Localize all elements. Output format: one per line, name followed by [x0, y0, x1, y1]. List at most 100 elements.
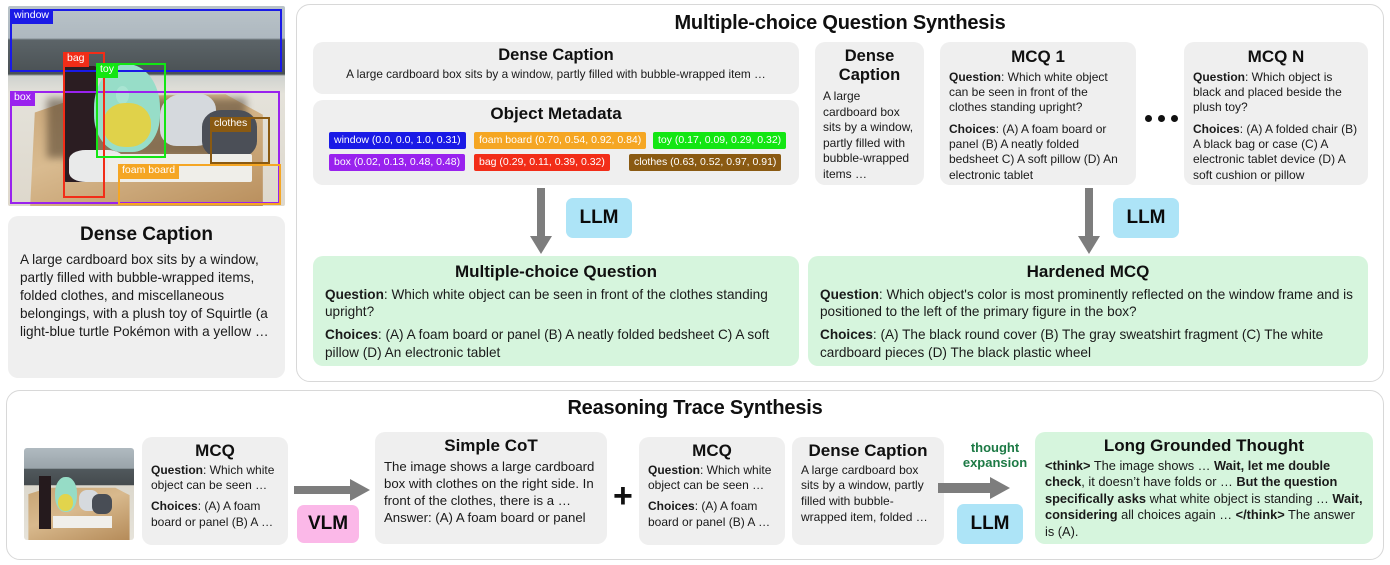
lgt-seg2: The image shows … — [1090, 457, 1215, 473]
simple-cot-text: The image shows a large cardboard box wi… — [384, 458, 595, 526]
bottom-mcq-b-question-text: : Which white object can be seen … — [648, 462, 772, 492]
bottom-mcq-b-question-line: Question: Which white object can be seen… — [648, 463, 776, 494]
lgt-seg9: </think> — [1235, 507, 1285, 523]
bbox-label-toy: toy — [96, 63, 119, 78]
dense-caption-wide-title: Dense Caption — [498, 46, 614, 64]
bbox-toy — [96, 63, 166, 158]
hardened-mcq-card: Hardened MCQ Question: Which object's co… — [808, 256, 1368, 366]
lgt-seg10: The answer is (A). — [1045, 507, 1355, 540]
dense-caption-small-title-line2: Caption — [838, 65, 901, 84]
object-metadata-title: Object Metadata — [490, 104, 622, 123]
multiple-choice-question-card: Multiple-choice Question Question: Which… — [313, 256, 799, 366]
bottom-mcq-b-choices-text: : (A) A foam board or panel (B) A … — [648, 499, 771, 529]
long-grounded-thought-title: Long Grounded Thought — [1103, 436, 1305, 455]
bottom-mcq-a-choices-line: Choices: (A) A foam board or panel (B) A… — [151, 499, 279, 530]
thought-expansion-line2: expansion — [962, 454, 1028, 470]
bottom-mcq-b-choices-label: Choices — [648, 499, 695, 514]
mcq-choices-label: Choices — [325, 327, 378, 343]
mcq1-question-label: Question — [949, 69, 1002, 84]
mcq1-card: MCQ 1 Question: Which white object can b… — [940, 42, 1136, 185]
hardened-mcq-choices-label: Choices — [820, 327, 873, 343]
mcq-choices-text: : (A) A foam board or panel (B) A neatly… — [325, 327, 770, 360]
mcq-question-line: Question: Which white object can be seen… — [325, 286, 787, 321]
llm-badge-right: LLM — [1113, 198, 1179, 238]
llm-badge-left: LLM — [566, 198, 632, 238]
metadata-chip-toy: toy (0.17, 0.09, 0.29, 0.32) — [653, 132, 787, 149]
arrow-right-llm — [938, 477, 1010, 499]
simple-cot-title: Simple CoT — [444, 436, 538, 455]
mcq-question-text: : Which white object can be seen in fron… — [325, 286, 768, 319]
dense-caption-wide-card: Dense Caption A large cardboard box sits… — [313, 42, 799, 94]
hardened-mcq-title: Hardened MCQ — [1026, 262, 1150, 281]
mcq-synthesis-title: Multiple-choice Question Synthesis — [674, 12, 1006, 34]
bbox-label-clothes: clothes — [210, 117, 252, 132]
lgt-seg8: all choices again … — [1117, 507, 1236, 523]
mcqn-title: MCQ N — [1247, 47, 1305, 66]
llm-badge-bottom: LLM — [957, 504, 1023, 544]
mcq-question-label: Question — [325, 286, 384, 302]
hardened-mcq-choices-text: : (A) The black round cover (B) The gray… — [820, 327, 1324, 360]
mcqn-card: MCQ N Question: Which object is black an… — [1184, 42, 1368, 185]
bbox-label-window: window — [10, 9, 54, 24]
bottom-dense-caption-card: Dense Caption A large cardboard box sits… — [792, 437, 944, 545]
source-image-thumbnail — [24, 448, 134, 540]
bbox-label-foam-board: foam board — [118, 164, 180, 179]
bbox-foam-board — [118, 164, 281, 205]
metadata-chip-bag: bag (0.29, 0.11, 0.39, 0.32) — [474, 154, 610, 171]
mcqn-question-line: Question: Which object is black and plac… — [1193, 70, 1359, 116]
dense-caption-small-card: Dense Caption A large cardboard box sits… — [815, 42, 924, 185]
bottom-mcq-b-choices-line: Choices: (A) A foam board or panel (B) A… — [648, 499, 776, 530]
plus-sign: + — [613, 477, 633, 515]
dense-caption-wide-text: A large cardboard box sits by a window, … — [346, 66, 766, 81]
mcqn-question-text: : Which object is black and placed besid… — [1193, 69, 1342, 115]
lgt-seg6: what white object is standing … — [1146, 490, 1333, 506]
mcqn-question-label: Question — [1193, 69, 1246, 84]
metadata-chip-foam-board: foam board (0.70, 0.54, 0.92, 0.84) — [474, 132, 647, 149]
left-dense-caption-card: Dense Caption A large cardboard box sits… — [8, 216, 285, 378]
long-grounded-thought-text: <think> The image shows … Wait, let me d… — [1045, 458, 1363, 541]
arrow-down-left — [530, 188, 552, 254]
hardened-mcq-choices-line: Choices: (A) The black round cover (B) T… — [820, 326, 1356, 361]
bbox-label-box: box — [10, 91, 35, 106]
mcq1-title: MCQ 1 — [1011, 47, 1065, 66]
long-grounded-thought-card: Long Grounded Thought <think> The image … — [1035, 432, 1373, 544]
annotated-source-image: window box bag toy clothes foam board — [8, 6, 285, 206]
metadata-chip-box: box (0.02, 0.13, 0.48, 0.48) — [329, 154, 466, 171]
bottom-mcq-a-question-text: : Which white object can be seen … — [151, 462, 275, 492]
mcq1-choices-label: Choices — [949, 121, 996, 136]
mcqn-choices-line: Choices: (A) A folded chair (B) A black … — [1193, 122, 1359, 183]
thought-expansion-line1: thought — [970, 440, 1020, 455]
metadata-chip-window: window (0.0, 0.0, 1.0, 0.31) — [329, 132, 466, 149]
mcqn-choices-label: Choices — [1193, 121, 1240, 136]
dense-caption-small-title-line1: Dense — [844, 47, 895, 65]
mcqn-choices-text: : (A) A folded chair (B) A black bag or … — [1193, 121, 1358, 182]
vlm-badge: VLM — [297, 505, 359, 543]
lgt-seg3: Wait, let me double check — [1045, 457, 1331, 490]
bottom-mcq-b-question-label: Question — [648, 462, 701, 477]
left-dense-caption-title: Dense Caption — [79, 224, 214, 245]
left-dense-caption-text: A large cardboard box sits by a window, … — [20, 251, 269, 340]
reasoning-trace-title: Reasoning Trace Synthesis — [567, 397, 823, 419]
metadata-chip-clothes: clothes (0.63, 0.52, 0.97, 0.91) — [629, 154, 782, 171]
bbox-window — [10, 9, 282, 72]
arrow-right-vlm — [294, 479, 370, 501]
bottom-mcq-a-question-line: Question: Which white object can be seen… — [151, 463, 279, 494]
mcq1-choices-line: Choices: (A) A foam board or panel (B) A… — [949, 122, 1127, 183]
hardened-mcq-question-line: Question: Which object's color is most p… — [820, 286, 1356, 321]
bottom-dense-caption-title: Dense Caption — [808, 441, 928, 460]
bottom-mcq-b-card: MCQ Question: Which white object can be … — [639, 437, 785, 545]
mcq1-choices-text: : (A) A foam board or panel (B) A neatly… — [949, 121, 1118, 182]
lgt-seg4: , it doesn’t have folds or … — [1081, 474, 1237, 490]
bottom-mcq-a-choices-text: : (A) A foam board or panel (B) A … — [151, 499, 274, 529]
object-metadata-card: Object Metadata window (0.0, 0.0, 1.0, 0… — [313, 100, 799, 185]
dense-caption-small-text: A large cardboard box sits by a window, … — [823, 88, 914, 181]
bbox-label-bag: bag — [63, 52, 89, 67]
bottom-mcq-a-choices-label: Choices — [151, 499, 198, 514]
lgt-seg5: But the question specifically asks — [1045, 474, 1338, 506]
lgt-seg1: <think> — [1045, 457, 1091, 473]
hardened-mcq-question-text: : Which object's color is most prominent… — [820, 286, 1353, 319]
dense-caption-small-title: Dense Caption — [823, 47, 916, 85]
mcq1-question-text: : Which white object can be seen in fron… — [949, 69, 1108, 115]
bottom-mcq-a-title: MCQ — [195, 441, 235, 460]
